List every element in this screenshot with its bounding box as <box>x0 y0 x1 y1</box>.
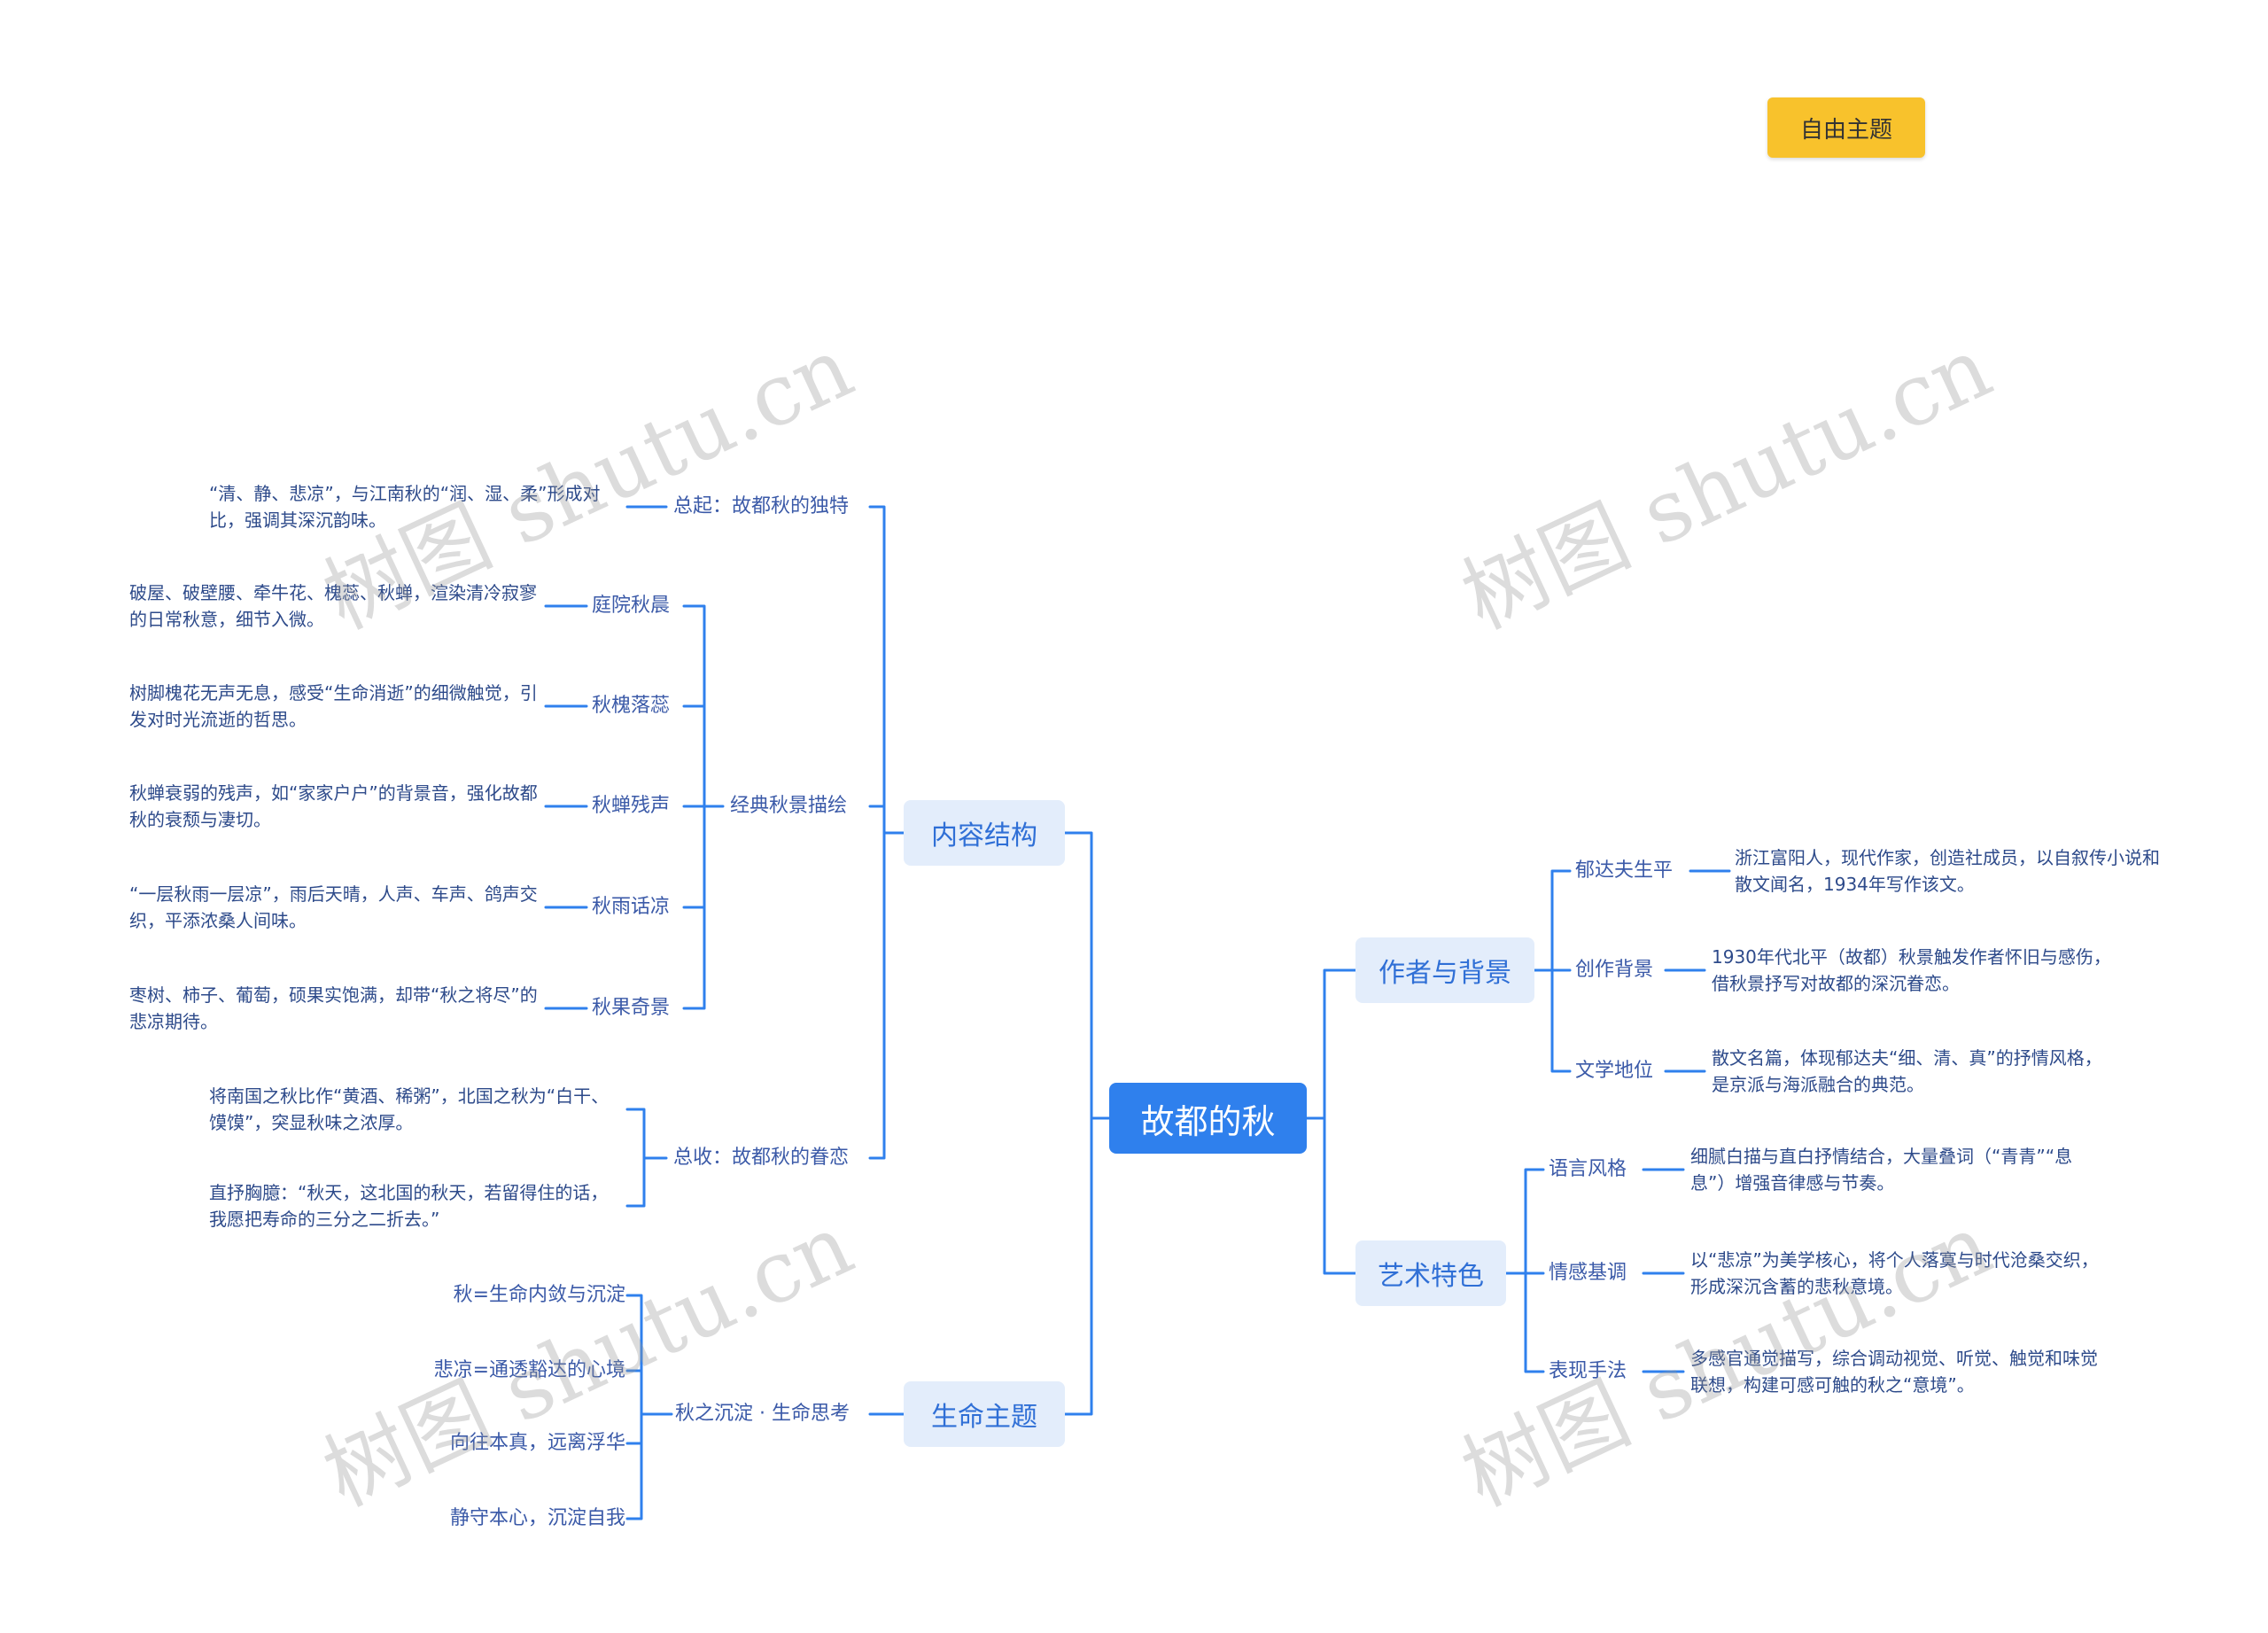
note-opening: “清、静、悲凉”，与江南秋的“润、湿、柔”形成对比，强调其深沉韵味。 <box>209 483 601 531</box>
note-closing: 将南国之秋比作“黄酒、稀粥”，北国之秋为“白干、馍馍”，突显秋味之浓厚。 <box>209 1085 610 1133</box>
scene-label[interactable]: 秋果奇景 <box>592 997 671 1019</box>
branch-content-structure[interactable]: 内容结构 <box>904 800 1065 866</box>
topic-autumn-reflection[interactable]: 秋之沉淀 · 生命思考 <box>675 1403 850 1425</box>
art-item-note: 以“悲凉”为美学核心，将个人落寞与时代沧桑交织，形成深沉含蓄的悲秋意境。 <box>1690 1249 2099 1297</box>
scene-note: 秋蝉衰弱的残声，如“家家户户”的背景音，强化故都秋的衰颓与凄切。 <box>129 782 538 830</box>
scene-note: 树脚槐花无声无息，感受“生命消逝”的细微触觉，引发对时光流逝的哲思。 <box>129 682 538 730</box>
author-item-label[interactable]: 文学地位 <box>1575 1060 1654 1082</box>
life-item[interactable]: 静守本心，沉淀自我 <box>449 1507 625 1529</box>
scene-note: “一层秋雨一层凉”，雨后天晴，人声、车声、鸽声交织，平添浓桑人间味。 <box>129 883 538 931</box>
life-item[interactable]: 悲凉=通透豁达的心境 <box>433 1359 625 1381</box>
art-item-label[interactable]: 语言风格 <box>1549 1158 1627 1180</box>
topic-opening[interactable]: 总起：故都秋的独特 <box>673 495 850 517</box>
art-item-label[interactable]: 表现手法 <box>1549 1360 1627 1382</box>
author-item-label[interactable]: 创作背景 <box>1575 959 1654 981</box>
author-item-note: 浙江富阳人，现代作家，创造社成员，以自叙传小说和散文闻名，1934年写作该文。 <box>1735 847 2160 895</box>
scene-note: 枣树、柿子、葡萄，硕果实饱满，却带“秋之将尽”的悲凉期待。 <box>129 984 538 1032</box>
branch-author-background[interactable]: 作者与背景 <box>1355 937 1534 1003</box>
scene-note: 破屋、破壁腰、牵牛花、槐蕊、秋蝉，渲染清冷寂寥的日常秋意，细节入微。 <box>129 582 537 630</box>
branch-life-theme[interactable]: 生命主题 <box>904 1381 1065 1447</box>
art-item-label[interactable]: 情感基调 <box>1549 1262 1627 1284</box>
topic-closing[interactable]: 总收：故都秋的眷恋 <box>673 1147 850 1169</box>
branch-art-features[interactable]: 艺术特色 <box>1355 1240 1506 1306</box>
note-closing: 直抒胸臆：“秋天，这北国的秋天，若留得住的话，我愿把寿命的三分之二折去。” <box>209 1182 609 1230</box>
scene-label[interactable]: 秋蝉残声 <box>592 795 671 817</box>
topic-classic-scenes[interactable]: 经典秋景描绘 <box>730 795 848 817</box>
art-item-note: 细腻白描与直白抒情结合，大量叠词（“青青”“息息”）增强音律感与节奏。 <box>1690 1146 2073 1194</box>
life-item[interactable]: 向往本真，远离浮华 <box>449 1432 625 1454</box>
scene-label[interactable]: 秋雨话凉 <box>592 896 671 918</box>
author-item-note: 散文名篇，体现郁达夫“细、清、真”的抒情风格，是京派与海派融合的典范。 <box>1712 1047 2102 1095</box>
author-item-label[interactable]: 郁达夫生平 <box>1575 859 1674 882</box>
life-item[interactable]: 秋=生命内敛与沉淀 <box>453 1284 625 1306</box>
root-topic[interactable]: 故都的秋 <box>1109 1083 1307 1154</box>
scene-label[interactable]: 庭院秋晨 <box>592 595 671 617</box>
art-item-note: 多感官通觉描写，综合调动视觉、听觉、触觉和味觉联想，构建可感可触的秋之“意境”。 <box>1690 1348 2098 1396</box>
scene-label[interactable]: 秋槐落蕊 <box>592 695 671 717</box>
author-item-note: 1930年代北平（故都）秋景触发作者怀旧与感伤，借秋景抒写对故都的深沉眷恋。 <box>1712 946 2111 994</box>
free-topic[interactable]: 自由主题 <box>1767 97 1925 158</box>
